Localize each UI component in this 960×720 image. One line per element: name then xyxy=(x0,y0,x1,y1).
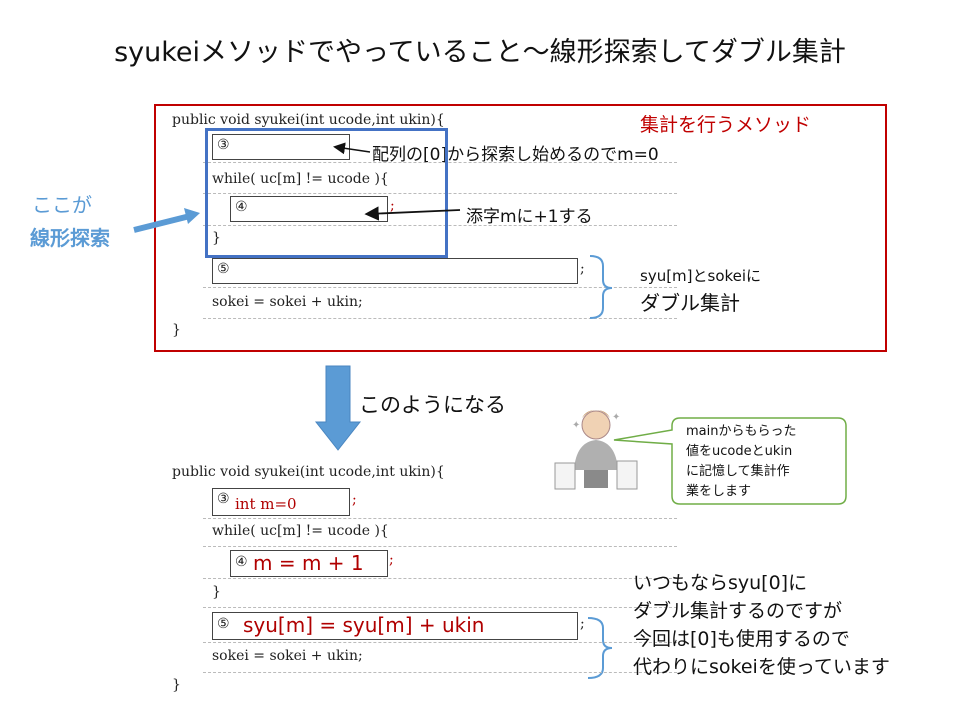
bottom-slot-3-box: ③ int m=0 xyxy=(212,488,350,516)
bottom-slot-4-number: ④ xyxy=(235,554,248,570)
divider xyxy=(203,578,677,579)
callout-line1: mainからもらった xyxy=(686,424,797,439)
bottom-note-line4: 代わりにsokeiを使っています xyxy=(633,656,890,678)
slot-4-box: ④ xyxy=(230,196,388,222)
slot-4-arrow xyxy=(364,206,461,221)
bottom-slot-3-value: int m=0 xyxy=(235,495,297,513)
side-arrow-shaft xyxy=(133,213,191,233)
bottom-note-line3: 今回は[0]も使用するので xyxy=(633,628,850,650)
divider xyxy=(203,287,677,288)
side-arrow-head xyxy=(184,208,200,224)
divider xyxy=(203,518,677,519)
svg-text:✦: ✦ xyxy=(572,420,580,431)
slot-4-number: ④ xyxy=(235,199,248,215)
slot-3-number: ③ xyxy=(217,137,230,153)
callout-line3: に記憶して集計作 xyxy=(686,464,790,479)
callout-line2: 値をucodeとukin xyxy=(686,444,793,459)
bottom-note-line1: いつもならsyu[0]に xyxy=(633,572,808,594)
bottom-slot-5-value: syu[m] = syu[m] + ukin xyxy=(243,613,485,637)
bottom-slot-3-semicolon: ; xyxy=(352,492,357,508)
person-illustration: ✦ ✦ xyxy=(554,410,638,490)
bottom-note-line2: ダブル集計するのですが xyxy=(633,600,843,622)
bottom-slot-5-number: ⑤ xyxy=(217,616,230,632)
inner-close-brace: } xyxy=(212,230,221,246)
sokei-line: sokei = sokei + ukin; xyxy=(212,294,363,310)
divider xyxy=(203,162,677,163)
bottom-slot-4-box: ④ m = m + 1 xyxy=(230,550,388,577)
divider xyxy=(203,193,677,194)
divider xyxy=(203,318,677,319)
brace-note-line2: ダブル集計 xyxy=(640,291,740,315)
page-title: syukeiメソッドでやっていること～線形探索してダブル集計 xyxy=(114,37,846,68)
divider xyxy=(203,672,677,673)
outer-close-brace: } xyxy=(172,322,181,338)
method-frame xyxy=(154,104,887,352)
bottom-outer-close-brace: } xyxy=(172,677,181,693)
bottom-brace xyxy=(587,617,613,679)
bottom-inner-close-brace: } xyxy=(212,584,221,600)
top-brace xyxy=(589,255,613,319)
result-text: このようになる xyxy=(359,393,506,417)
divider xyxy=(203,642,677,643)
linear-search-frame xyxy=(205,128,448,258)
divider xyxy=(203,225,677,226)
method-label: 集計を行うメソッド xyxy=(640,114,812,136)
bottom-slot-5-semicolon: ; xyxy=(580,616,585,632)
divider xyxy=(203,607,677,608)
bottom-slot-3-number: ③ xyxy=(217,491,230,507)
method-header: public void syukei(int ucode,int ukin){ xyxy=(172,112,445,128)
brace-note-line1: syu[m]とsokeiに xyxy=(640,267,762,285)
while-line: while( uc[m] != ucode ){ xyxy=(212,171,389,187)
side-label-line1: ここが xyxy=(32,193,92,217)
callout-line4: 業をします xyxy=(686,484,752,499)
bottom-while-line: while( uc[m] != ucode ){ xyxy=(212,523,389,539)
slot-3-note: 配列の[0]から探索し始めるのでm=0 xyxy=(372,145,659,165)
slot-3-box: ③ xyxy=(212,134,350,160)
callout-bubble xyxy=(613,417,847,505)
side-label-line2: 線形探索 xyxy=(30,226,110,250)
bottom-sokei-line: sokei = sokei + ukin; xyxy=(212,648,363,664)
down-arrow xyxy=(314,365,362,451)
slot-5-box: ⑤ xyxy=(212,258,578,284)
bottom-slot-5-box: ⑤ syu[m] = syu[m] + ukin xyxy=(212,612,578,640)
svg-text:✦: ✦ xyxy=(612,412,620,423)
divider xyxy=(203,546,677,547)
slot-4-semicolon: ; xyxy=(390,198,395,214)
bottom-method-header: public void syukei(int ucode,int ukin){ xyxy=(172,464,445,480)
slot-5-semicolon: ; xyxy=(580,261,585,277)
slot-5-number: ⑤ xyxy=(217,261,230,277)
bottom-slot-4-semicolon: ; xyxy=(389,552,394,568)
slot-4-note: 添字mに+1する xyxy=(466,207,593,227)
bottom-slot-4-value: m = m + 1 xyxy=(253,551,364,575)
slot-3-arrow xyxy=(333,142,371,155)
